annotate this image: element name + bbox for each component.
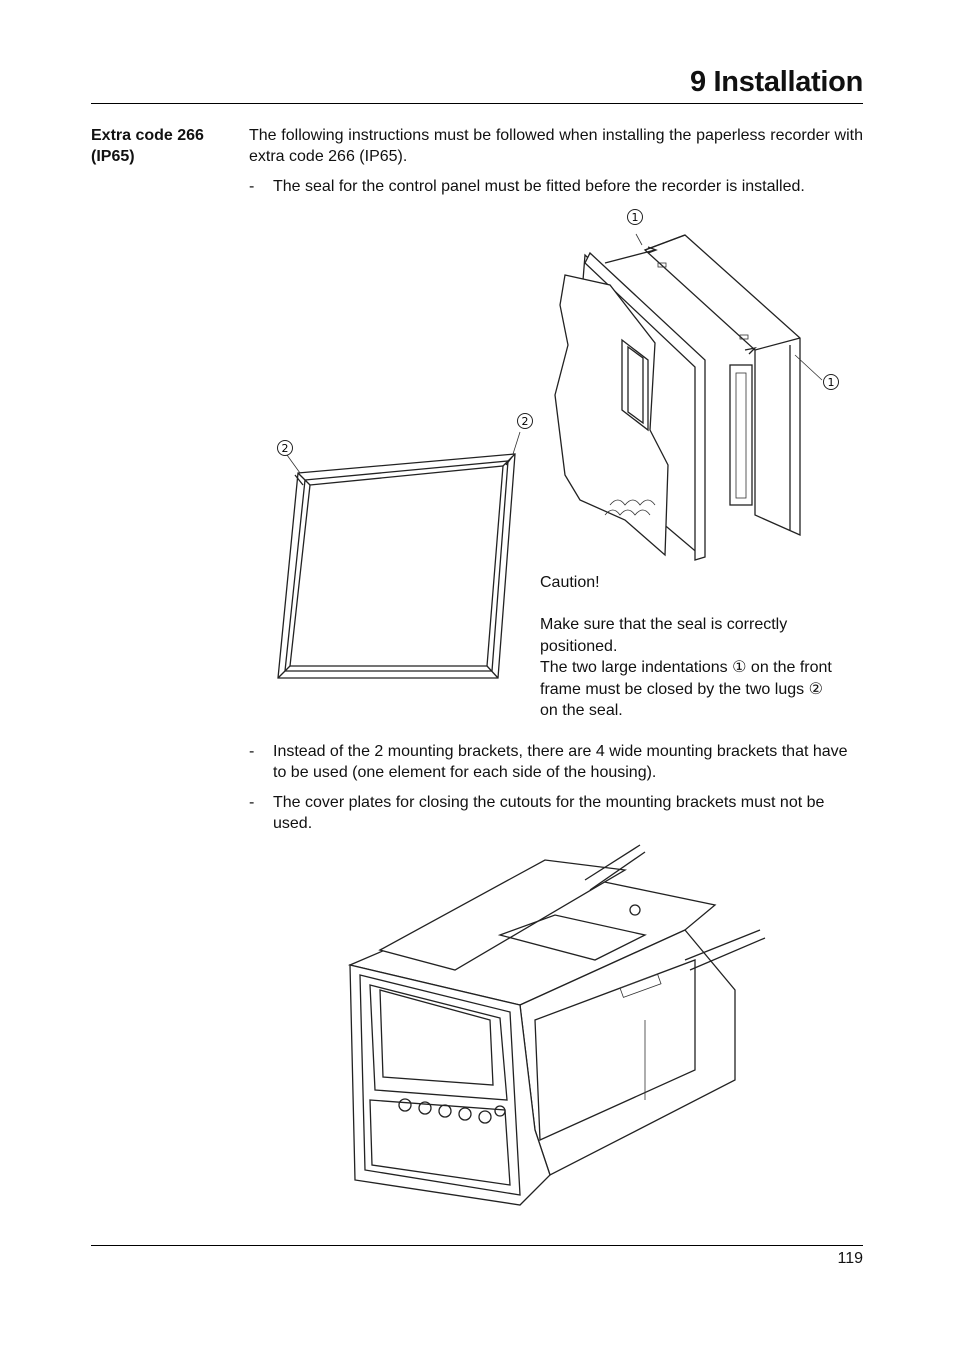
recorder-housing-figure	[554, 233, 823, 561]
bullet-cover-plates: - The cover plates for closing the cutou…	[249, 792, 863, 834]
caution-ref-2: ②	[808, 680, 823, 698]
caution-line-2: The two large indentations ① on the fron…	[540, 657, 840, 722]
bullet-text: Instead of the 2 mounting brackets, ther…	[273, 743, 848, 781]
callout-1-right: 1	[823, 374, 839, 390]
callout-1-top: 1	[627, 209, 643, 225]
callout-2-left: 2	[277, 440, 293, 456]
callout-2-right: 2	[517, 413, 533, 429]
caution-line-1: Make sure that the seal is correctly pos…	[540, 616, 788, 655]
chapter-title: 9 Installation	[689, 66, 863, 98]
caution-line-2-pre: The two large indentations	[540, 659, 733, 676]
callout-2-left-label: 2	[282, 442, 289, 455]
callout-1-top-label: 1	[632, 211, 639, 224]
seal-frame-figure	[277, 431, 521, 679]
bullet-dash: -	[249, 743, 255, 760]
caution-heading: Caution!	[540, 574, 600, 591]
caution-line-2-post: on the front frame must be closed by the…	[540, 659, 832, 698]
intro-paragraph: The following instructions must be follo…	[249, 127, 863, 165]
callout-1-right-label: 1	[828, 376, 835, 389]
bullet-text: The cover plates for closing the cutouts…	[273, 794, 825, 832]
bullet-dash: -	[249, 794, 255, 811]
bullet-seal: - The seal for the control panel must be…	[249, 176, 863, 197]
bullet-mounting-brackets: - Instead of the 2 mounting brackets, th…	[249, 741, 863, 783]
bullet-dash: -	[249, 178, 255, 195]
page-number: 119	[837, 1250, 863, 1267]
recorder-brackets-figure	[347, 844, 766, 1206]
caution-line-2-end: on the seal.	[540, 702, 623, 719]
section-label: Extra code 266 (IP65)	[91, 127, 204, 165]
callout-2-right-label: 2	[522, 415, 529, 428]
bullet-text: The seal for the control panel must be f…	[273, 178, 805, 195]
caution-ref-1: ①	[732, 659, 747, 676]
header-rule	[91, 103, 863, 104]
footer-rule	[91, 1245, 863, 1246]
